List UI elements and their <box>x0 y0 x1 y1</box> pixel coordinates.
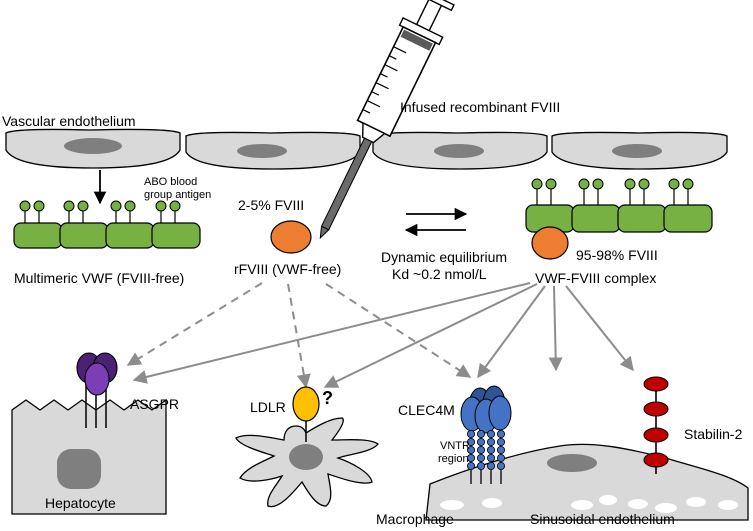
label-question: ? <box>322 388 333 408</box>
hepatocyte-cell <box>11 352 167 515</box>
vntr-region <box>466 429 505 470</box>
clearance-arrows <box>126 282 634 389</box>
label-vntr-line2: region <box>438 453 469 465</box>
ldlr-receptor <box>292 386 320 442</box>
multimeric-vwf <box>13 200 201 249</box>
label-dynamic-equilibrium: Dynamic equilibrium <box>381 249 507 265</box>
label-multimeric-vwf: Multimeric VWF (FVIII-free) <box>14 270 184 286</box>
label-hepatocyte: Hepatocyte <box>45 495 116 511</box>
label-abo-line1: ABO blood <box>144 176 197 188</box>
asgpr-receptor <box>76 352 118 428</box>
label-fviii-free-pct: 2-5% FVIII <box>238 197 304 213</box>
label-rfviii-free: rFVIII (VWF-free) <box>234 261 341 277</box>
label-macrophage: Macrophage <box>376 511 454 527</box>
nucleus <box>434 144 484 158</box>
sinusoidal-endothelium <box>425 376 749 521</box>
vwf-fviii-complex <box>525 178 713 260</box>
fviii-bound <box>531 226 569 260</box>
nucleus <box>57 449 101 489</box>
label-vwf-fviii-complex: VWF-FVIII complex <box>535 270 656 286</box>
nucleus <box>64 138 122 154</box>
label-abo-line2: group antigen <box>144 189 211 201</box>
label-infused-fviii: Infused recombinant FVIII <box>400 99 560 115</box>
label-vntr-line1: VNTR <box>440 440 470 452</box>
nucleus <box>547 454 597 472</box>
label-asgpr: ASGPR <box>130 396 179 412</box>
label-clec4m: CLEC4M <box>398 402 455 418</box>
clec4m-receptor <box>460 385 512 484</box>
label-kd: Kd ~0.2 nmol/L <box>392 266 487 282</box>
vascular-endothelium <box>5 128 728 170</box>
label-fviii-bound-pct: 95-98% FVIII <box>576 247 658 263</box>
label-ldlr: LDLR <box>250 399 286 415</box>
label-stabilin-2: Stabilin-2 <box>684 426 743 442</box>
label-vascular-endothelium: Vascular endothelium <box>2 113 136 129</box>
nucleus <box>237 144 287 158</box>
macrophage-cell <box>235 386 379 508</box>
label-sinusoidal-endothelium: Sinusoidal endothelium <box>530 511 675 527</box>
fviii-free <box>270 220 312 254</box>
stabilin-2-receptor <box>643 376 669 474</box>
nucleus <box>612 144 662 158</box>
syringe-icon <box>319 0 455 240</box>
nucleus <box>289 444 323 470</box>
